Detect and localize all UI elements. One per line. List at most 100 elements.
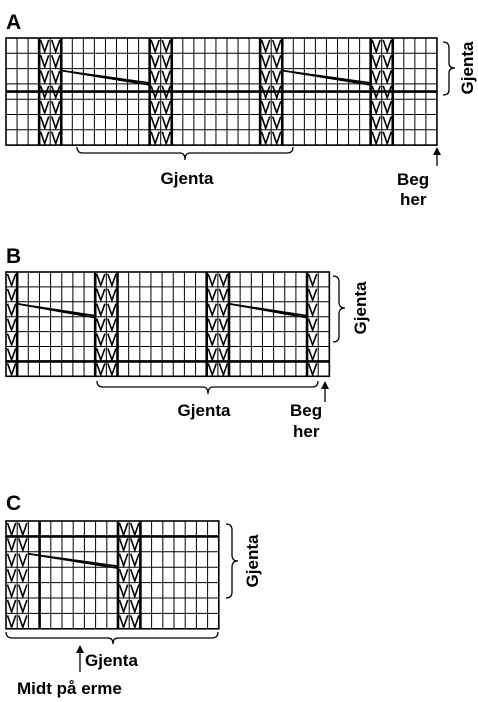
knit-v-symbol <box>382 55 393 70</box>
cable-cross-symbol <box>282 69 371 86</box>
knit-v-symbol <box>371 100 381 116</box>
knit-v-symbol <box>382 116 393 131</box>
knit-v-symbol <box>107 318 117 333</box>
knit-v-symbol <box>260 131 271 147</box>
chart-a-start-arrowhead <box>433 147 441 155</box>
chart-b-bottom-brace <box>96 380 319 395</box>
panel-b: B Gjenta Gjenta Beg her <box>5 245 370 441</box>
knit-v-symbol <box>95 363 106 378</box>
knit-v-symbol <box>39 55 50 70</box>
knit-v-symbol <box>271 85 282 101</box>
knit-v-symbol <box>307 303 318 318</box>
knit-v-symbol <box>118 522 129 538</box>
chart-c-bottom-label: Gjenta <box>85 651 138 670</box>
knit-v-symbol <box>207 303 218 318</box>
knit-v-symbol <box>307 363 318 378</box>
knit-v-symbol <box>50 55 61 70</box>
grid-outline <box>5 520 220 630</box>
knit-v-symbol <box>371 39 381 55</box>
knit-v-symbol <box>307 348 318 363</box>
knit-v-symbol <box>50 70 61 85</box>
knit-v-symbol <box>118 584 129 599</box>
knit-v-symbol <box>150 116 160 131</box>
knit-v-symbol <box>118 615 129 630</box>
knit-v-symbol <box>371 85 381 101</box>
knit-v-symbol <box>17 615 28 630</box>
knit-v-symbol <box>271 39 282 55</box>
knit-v-symbol <box>260 39 271 55</box>
knit-v-symbol <box>260 100 271 116</box>
knit-v-symbol <box>218 333 229 348</box>
knit-v-symbol <box>382 100 393 116</box>
knit-v-symbol <box>382 131 393 147</box>
chart-b-start-label-2: her <box>293 422 320 441</box>
knit-v-symbol <box>107 273 117 288</box>
knit-v-symbol <box>17 538 28 553</box>
knit-v-symbol <box>6 522 17 538</box>
knit-v-symbol <box>39 39 50 55</box>
knit-v-symbol <box>6 288 17 303</box>
knit-v-symbol <box>382 85 393 101</box>
chart-c-side-brace <box>225 523 239 599</box>
knit-v-symbol <box>95 303 106 318</box>
knit-v-symbol <box>50 131 61 147</box>
knit-v-symbol <box>307 333 318 348</box>
knit-v-symbol <box>218 303 229 318</box>
knit-v-symbol <box>6 318 17 333</box>
chart-c-center-arrowhead <box>76 645 84 653</box>
cable-cross-symbol <box>228 303 308 319</box>
knit-v-symbol <box>307 288 318 303</box>
knit-v-symbol <box>207 318 218 333</box>
knit-v-symbol <box>6 303 17 318</box>
knit-v-symbol <box>50 100 61 116</box>
panel-c: C Gjenta Gjenta Midt på erme <box>5 492 262 698</box>
panel-a-letter: A <box>6 11 21 34</box>
knit-v-symbol <box>50 85 61 101</box>
chart-a-start-label-2: her <box>400 190 427 209</box>
knit-v-symbol <box>118 568 129 584</box>
chart-b-side-label: Gjenta <box>351 281 370 334</box>
knit-v-symbol <box>161 39 172 55</box>
knit-v-symbol <box>6 273 17 288</box>
knit-v-symbol <box>150 70 160 85</box>
knit-v-symbol <box>118 538 129 553</box>
chart-a-side-label: Gjenta <box>458 41 477 94</box>
chart-c-bottom-brace <box>5 631 219 645</box>
knit-v-symbol <box>6 333 17 348</box>
knit-v-symbol <box>39 116 50 131</box>
knit-v-symbol <box>107 348 117 363</box>
knit-v-symbol <box>17 599 28 615</box>
knit-v-symbol <box>150 39 160 55</box>
panel-b-letter: B <box>6 245 21 268</box>
knit-v-symbol <box>50 116 61 131</box>
knit-v-symbol <box>371 116 381 131</box>
knit-v-symbol <box>271 70 282 85</box>
chart-b-grid <box>5 271 331 378</box>
knit-v-symbol <box>371 70 381 85</box>
knit-v-symbol <box>107 333 117 348</box>
knit-v-symbol <box>271 131 282 147</box>
knit-v-symbol <box>271 55 282 70</box>
knit-v-symbol <box>161 85 172 101</box>
knit-v-symbol <box>6 615 17 630</box>
knit-v-symbol <box>129 568 140 584</box>
cable-cross-symbol <box>28 553 119 569</box>
knit-v-symbol <box>161 100 172 116</box>
knit-v-symbol <box>218 363 229 378</box>
knit-v-symbol <box>150 131 160 147</box>
knit-v-symbol <box>129 538 140 553</box>
knit-v-symbol <box>207 363 218 378</box>
knit-v-symbol <box>6 599 17 615</box>
knit-v-symbol <box>371 131 381 147</box>
knit-v-symbol <box>218 348 229 363</box>
knit-v-symbol <box>161 116 172 131</box>
knit-v-symbol <box>6 553 17 569</box>
knit-v-symbol <box>207 273 218 288</box>
knit-v-symbol <box>161 131 172 147</box>
knit-v-symbol <box>218 273 229 288</box>
knit-v-symbol <box>150 55 160 70</box>
knit-v-symbol <box>150 100 160 116</box>
chart-c-grid <box>5 520 220 630</box>
chart-a-grid <box>5 37 438 147</box>
